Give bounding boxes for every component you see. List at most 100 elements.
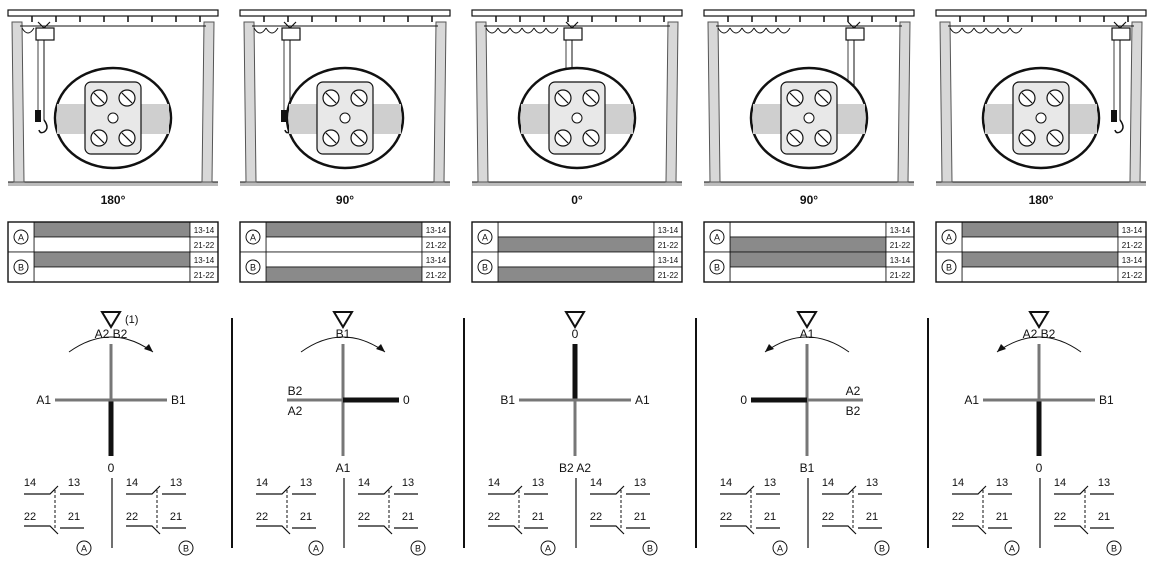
table-frame	[471, 221, 683, 283]
no-contact-line	[256, 485, 316, 495]
nc-contact-line	[952, 525, 1012, 535]
circled-b-label: B	[879, 544, 885, 554]
cross-label-left: B2	[288, 384, 303, 398]
circled-b-label: B	[714, 263, 720, 273]
contact-state-bar	[33, 221, 191, 238]
contact-number: 21-22	[1122, 271, 1143, 280]
screw-slot	[1021, 92, 1033, 104]
crane-beam	[703, 9, 915, 17]
terminal-22: 22	[358, 511, 370, 523]
hook-icon	[38, 119, 48, 134]
circled-a-label: A	[777, 544, 783, 554]
rotation-arrow-icon	[997, 344, 1006, 352]
contact-number: 13-14	[890, 256, 911, 265]
nc-contact-line	[126, 525, 186, 535]
screw-slot	[557, 92, 569, 104]
screw-slot	[353, 92, 365, 104]
contact-number: 13-14	[194, 256, 215, 265]
terminal-13: 13	[764, 477, 776, 489]
crane-pillar-right	[201, 21, 215, 183]
table-frame	[935, 221, 1147, 283]
screw-slot	[585, 132, 597, 144]
circled-b-icon	[1106, 540, 1122, 556]
hoist-trolley	[1111, 27, 1131, 41]
terminal-22: 22	[488, 511, 500, 523]
crane-beam	[935, 9, 1147, 17]
circled-b-label: B	[250, 263, 256, 273]
cross-label-left: B1	[500, 393, 515, 407]
contact-state-bar	[265, 251, 423, 268]
terminal-13: 13	[170, 477, 182, 489]
table-frame	[239, 221, 451, 283]
contact-state-bar	[961, 251, 1119, 268]
festoon-loop	[777, 27, 791, 34]
contact-state-bar	[265, 221, 423, 238]
terminal-21: 21	[532, 511, 544, 523]
contact-state-bar	[497, 221, 655, 238]
switch-actuator	[1035, 112, 1047, 124]
crane-pillar-right	[1129, 21, 1143, 183]
circled-a-icon	[308, 540, 324, 556]
terminal-14: 14	[1054, 477, 1066, 489]
footnote-mark: (1)	[125, 314, 138, 326]
screw-slot	[1021, 132, 1033, 144]
cross-label-right: B1	[1099, 393, 1114, 407]
contact-state-bar	[961, 266, 1119, 283]
circled-a-icon	[540, 540, 556, 556]
terminal-13: 13	[866, 477, 878, 489]
nc-contact-line	[358, 525, 418, 535]
terminal-21: 21	[170, 511, 182, 523]
screw-slot	[817, 132, 829, 144]
position-marker-icon	[1028, 311, 1050, 329]
terminal-21: 21	[866, 511, 878, 523]
screw-slot	[121, 92, 133, 104]
festoon-loop	[497, 27, 511, 34]
terminal-14: 14	[822, 477, 834, 489]
screw-slot	[353, 132, 365, 144]
circled-b-icon	[13, 259, 29, 275]
cross-label-top: A1	[800, 327, 815, 341]
contact-number: 13-14	[658, 256, 679, 265]
trolley-wheels-icon	[1113, 21, 1127, 29]
table-frame	[703, 221, 915, 283]
no-contact-line	[590, 485, 650, 495]
contact-state-bar	[497, 236, 655, 253]
circled-b-icon	[477, 259, 493, 275]
crane-pillar-left	[707, 21, 721, 183]
circled-a-label: A	[714, 233, 720, 243]
circled-b-icon	[642, 540, 658, 556]
circled-b-icon	[178, 540, 194, 556]
contact-state-bar	[497, 251, 655, 268]
no-contact-line	[952, 485, 1012, 495]
circled-a-label: A	[545, 544, 551, 554]
circled-b-label: B	[18, 263, 24, 273]
contact-number: 13-14	[890, 226, 911, 235]
cross-label-bottom: 0	[108, 461, 115, 475]
floor-hatch	[8, 182, 218, 186]
circled-a-icon	[941, 229, 957, 245]
floor-hatch	[240, 182, 450, 186]
nc-contact-line	[256, 525, 316, 535]
circled-a-label: A	[946, 233, 952, 243]
circled-b-label: B	[183, 544, 189, 554]
contact-number: 13-14	[1122, 226, 1143, 235]
crane-pillar-left	[939, 21, 953, 183]
cross-label-bottom: 0	[1036, 461, 1043, 475]
terminal-13: 13	[1098, 477, 1110, 489]
no-contact-line	[358, 485, 418, 495]
festoon-loop	[533, 27, 547, 34]
angle-label: 180°	[1029, 193, 1054, 207]
contact-number: 13-14	[194, 226, 215, 235]
festoon-loop	[485, 27, 499, 34]
cross-label-right: A1	[635, 393, 650, 407]
circled-a-icon	[772, 540, 788, 556]
festoon-loop	[521, 27, 535, 34]
